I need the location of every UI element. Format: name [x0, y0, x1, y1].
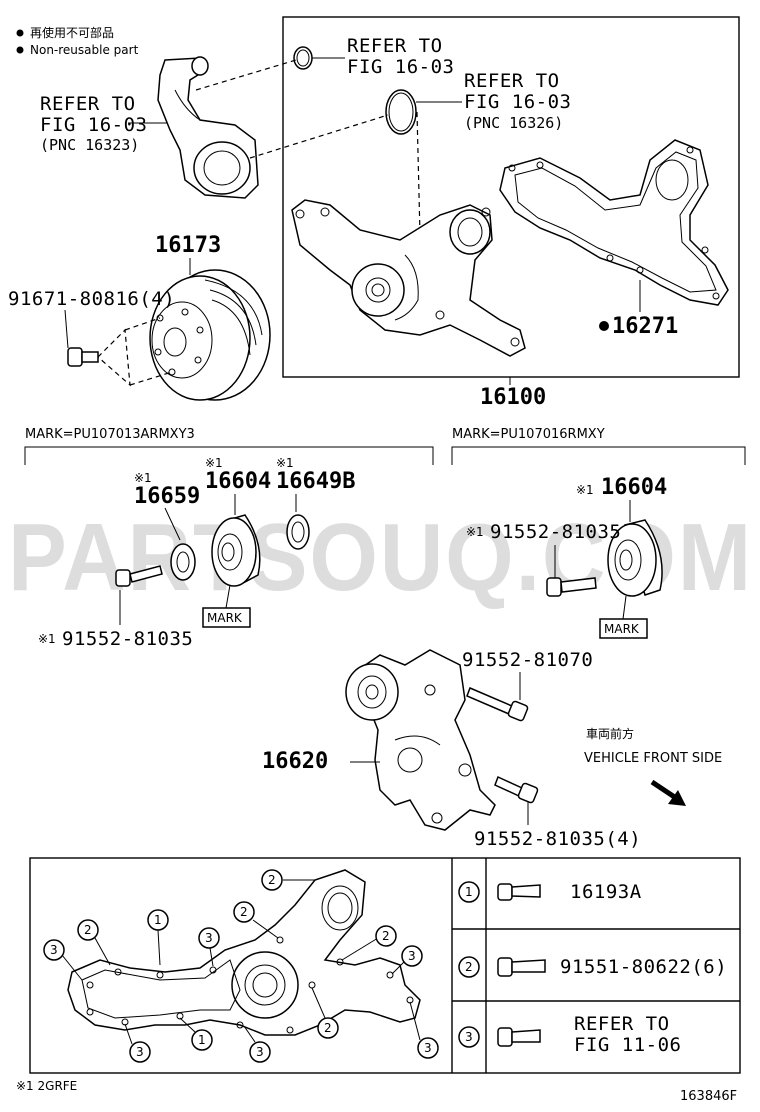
part-label-16604-left: 16604: [205, 469, 271, 494]
bolt-table-row-2: 2 91551-80622(6): [458, 956, 727, 978]
refer-label-a1: REFER TO: [347, 35, 443, 57]
mark-label-left: MARK=PU107013ARMXY3: [25, 427, 195, 442]
mark-tag-text: MARK: [604, 622, 640, 636]
part-label-16271: 16271: [612, 314, 678, 339]
svg-text:3: 3: [256, 1045, 264, 1059]
footer-note: ※1 2GRFE: [16, 1079, 77, 1093]
water-pump-frame: [282, 16, 740, 378]
refer-label-b2: FIG 16-03: [464, 91, 571, 113]
callout-3-bottom-right: 3: [409, 1001, 439, 1059]
callout-3-left: 3: [43, 939, 83, 981]
note-marker: ※1: [134, 471, 152, 485]
part-label-91552-81070: 91552-81070: [462, 649, 593, 671]
idler-pulley-right: [607, 519, 663, 597]
water-pump-gasket: [499, 139, 729, 306]
idler-pulley-left: [211, 514, 261, 587]
mark-label-right: MARK=PU107016RMXY: [452, 427, 605, 442]
svg-text:1: 1: [154, 913, 162, 927]
svg-text:2: 2: [268, 873, 276, 887]
idler-bolt-right: [546, 577, 597, 597]
refer-label-b1: REFER TO: [464, 70, 560, 92]
callout-3-bottom-left: 3: [124, 1023, 151, 1063]
o-ring-large: [385, 89, 417, 135]
svg-text:3: 3: [408, 949, 416, 963]
refer-label-c2: FIG 16-03: [40, 114, 147, 136]
svg-text:2: 2: [84, 923, 92, 937]
part-label-16604-right: 16604: [601, 475, 667, 500]
svg-text:3: 3: [50, 943, 58, 957]
svg-text:3: 3: [465, 1030, 473, 1044]
callout-2-mid: 2: [233, 901, 279, 939]
refer-label-c3: (PNC 16323): [40, 136, 139, 154]
bolt-label-91551: 91551-80622(6): [560, 956, 727, 978]
bolt-location-frame: [29, 857, 741, 1074]
part-label-91552-4: 91552-81035(4): [474, 828, 641, 850]
callout-1-left: 1: [147, 909, 169, 966]
legend-bullet-icon: [16, 29, 24, 37]
figure-code: 163846F: [680, 1089, 737, 1104]
svg-text:2: 2: [240, 905, 248, 919]
mark-tag-text: MARK: [207, 611, 243, 625]
note-marker: ※1: [205, 456, 223, 470]
idler-cover-plate: [286, 514, 310, 550]
part-label-16620: 16620: [262, 749, 328, 774]
idler-spacer-left: [170, 543, 196, 581]
part-label-16659: 16659: [134, 484, 200, 509]
svg-text:1: 1: [465, 885, 473, 899]
callout-2-left: 2: [77, 919, 111, 966]
pulley-bolt: [67, 347, 99, 367]
refer-label-b3: (PNC 16326): [464, 114, 563, 132]
vehicle-front-en: VEHICLE FRONT SIDE: [584, 751, 722, 766]
bolt-label-refer-2: FIG 11-06: [574, 1034, 681, 1056]
callout-3-right: 3: [391, 945, 423, 975]
part-label-91552-left: 91552-81035: [62, 628, 193, 650]
bolt-table-row-1: 1 16193A: [458, 881, 642, 903]
legend: 再使用不可部品 Non-reusable part: [16, 25, 139, 57]
non-reusable-icon: [599, 321, 609, 331]
svg-text:3: 3: [424, 1041, 432, 1055]
callout-3-mid: 3: [198, 927, 220, 967]
svg-text:2: 2: [465, 960, 473, 974]
vehicle-front-jp: 車両前方: [586, 726, 634, 741]
bolt-label-refer-1: REFER TO: [574, 1013, 670, 1035]
part-label-91671: 91671-80816(4): [8, 288, 175, 310]
callout-2-top: 2: [261, 869, 315, 891]
note-marker: ※1: [576, 483, 594, 497]
bolt-label-16193a: 16193A: [570, 881, 642, 903]
callout-2-lower: 2: [311, 987, 339, 1039]
bolt-location-gasket: [67, 869, 421, 1036]
svg-text:3: 3: [136, 1045, 144, 1059]
legend-line-en: Non-reusable part: [30, 43, 139, 57]
tensioner-bolt-long: [466, 687, 529, 722]
callout-2-right: 2: [341, 925, 397, 961]
svg-text:2: 2: [324, 1021, 332, 1035]
idler-bolt-left: [115, 565, 163, 587]
refer-label-a2: FIG 16-03: [347, 56, 454, 78]
note-marker: ※1: [466, 525, 484, 539]
svg-text:1: 1: [198, 1033, 206, 1047]
svg-text:2: 2: [382, 929, 390, 943]
tensioner-bolt-short: [494, 775, 539, 804]
bolt-table-row-3: 3 REFER TO FIG 11-06: [458, 1013, 681, 1056]
water-pump-body: [291, 199, 526, 357]
note-marker: ※1: [276, 456, 294, 470]
belt-tensioner: [345, 649, 496, 831]
callout-3-bottom-mid: 3: [243, 1025, 271, 1063]
svg-text:3: 3: [205, 931, 213, 945]
refer-label-c1: REFER TO: [40, 93, 136, 115]
part-label-91552-right: 91552-81035: [490, 521, 621, 543]
front-direction-arrow-icon: [650, 779, 686, 806]
part-label-16649b: 16649B: [276, 469, 355, 494]
water-pump-pulley: [149, 269, 271, 401]
part-label-16173: 16173: [155, 233, 221, 258]
legend-bullet-icon: [16, 46, 24, 54]
legend-line-jp: 再使用不可部品: [30, 25, 114, 40]
water-inlet-housing: [157, 56, 259, 199]
part-label-16100: 16100: [480, 385, 546, 410]
note-marker: ※1: [38, 632, 56, 646]
callout-1-bottom: 1: [179, 1017, 213, 1051]
